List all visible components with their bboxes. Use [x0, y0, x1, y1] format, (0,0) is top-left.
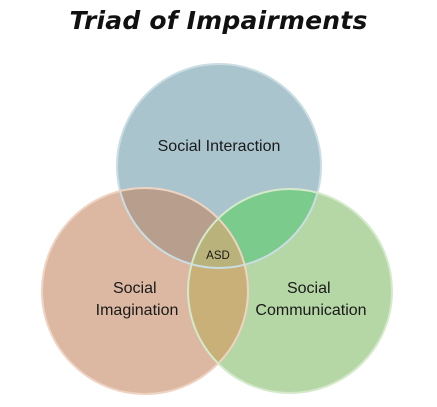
- social-interaction-outline: [116, 63, 322, 269]
- interaction-imagination-overlap: [117, 188, 248, 268]
- social-communication-label: Social Communication: [255, 280, 366, 319]
- social-imagination-label: Social Imagination: [96, 280, 179, 319]
- interaction-communication-overlap: [188, 189, 321, 268]
- social-imagination-outline: [41, 187, 249, 395]
- social-communication-outline: [187, 188, 393, 394]
- asd-label: ASD: [206, 250, 230, 262]
- diagram-title: Triad of Impairments: [69, 6, 368, 35]
- social-interaction-label: Social Interaction: [158, 138, 281, 155]
